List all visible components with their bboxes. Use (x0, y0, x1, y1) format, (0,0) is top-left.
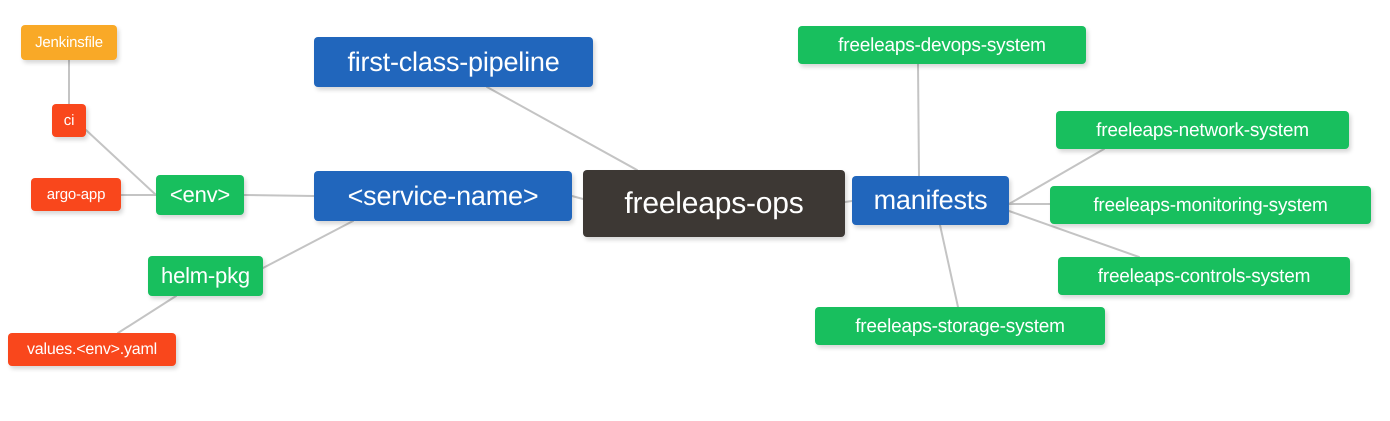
node-monitoring-system[interactable]: freeleaps-monitoring-system (1050, 186, 1371, 224)
node-values-env-yaml[interactable]: values.<env>.yaml (8, 333, 176, 366)
node-ci[interactable]: ci (52, 104, 86, 137)
edge-manifests-to-storage-system (939, 224, 959, 308)
node-manifests[interactable]: manifests (852, 176, 1009, 225)
node-env[interactable]: <env> (156, 175, 244, 215)
edge-helm-pkg-to-values-env-yaml (117, 295, 177, 334)
node-service-name[interactable]: <service-name> (314, 171, 572, 221)
edge-freeleaps-ops-to-manifests (844, 200, 853, 203)
node-first-class-pipeline[interactable]: first-class-pipeline (314, 37, 593, 87)
node-helm-pkg[interactable]: helm-pkg (148, 256, 263, 296)
edge-first-class-pipeline-to-freeleaps-ops (486, 86, 638, 171)
node-controls-system[interactable]: freeleaps-controls-system (1058, 257, 1350, 295)
node-freeleaps-ops[interactable]: freeleaps-ops (583, 170, 845, 237)
edge-manifests-to-devops-system (917, 63, 920, 177)
node-jenkinsfile[interactable]: Jenkinsfile (21, 25, 117, 60)
edge-service-name-to-freeleaps-ops (571, 195, 584, 200)
node-storage-system[interactable]: freeleaps-storage-system (815, 307, 1105, 345)
edge-env-to-service-name (243, 194, 315, 197)
node-network-system[interactable]: freeleaps-network-system (1056, 111, 1349, 149)
node-devops-system[interactable]: freeleaps-devops-system (798, 26, 1086, 64)
edge-service-name-to-helm-pkg (262, 220, 354, 269)
node-argo-app[interactable]: argo-app (31, 178, 121, 211)
